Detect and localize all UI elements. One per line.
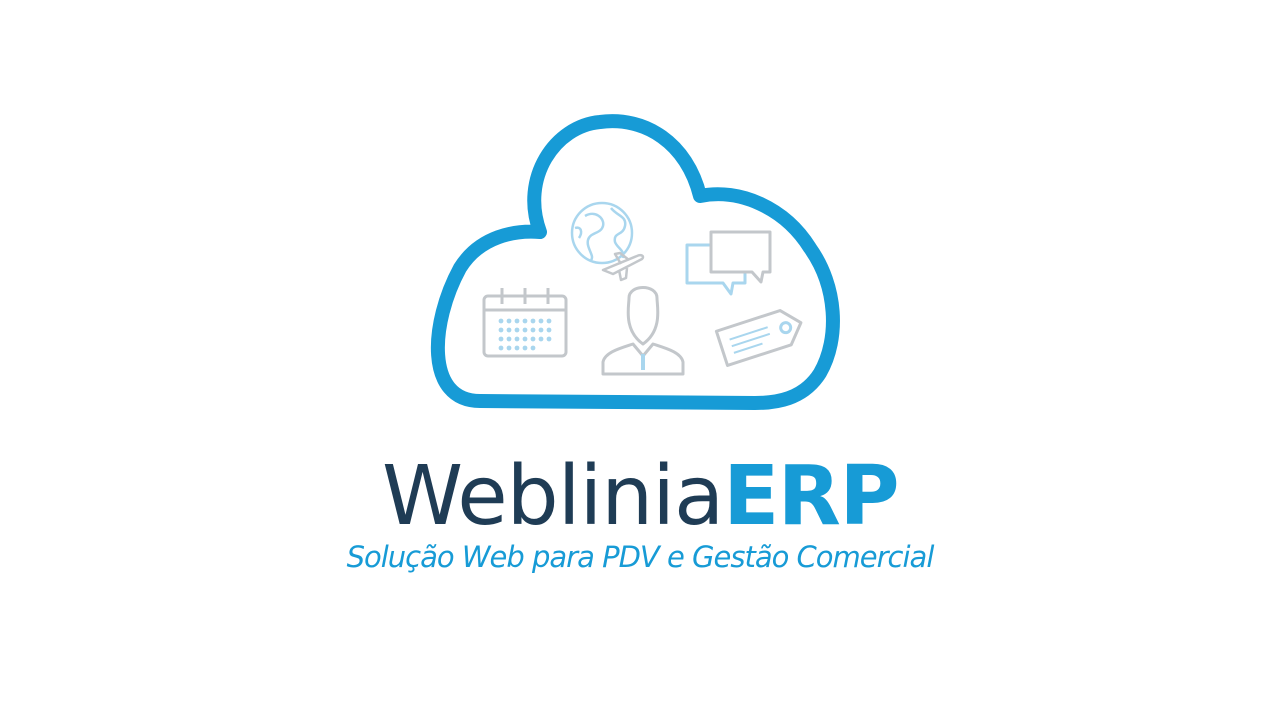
brand-tagline: Solução Web para PDV e Gestão Comercial (346, 540, 935, 574)
cloud-logo (430, 114, 840, 410)
brand-suffix: ERP (723, 449, 899, 544)
calendar-icon (482, 288, 568, 358)
airplane-icon (601, 251, 645, 282)
user-icon (601, 286, 685, 376)
brand-name: Weblinia (381, 449, 724, 544)
cloud-outline (430, 114, 840, 410)
chat-icon (685, 230, 772, 296)
globe-icon (570, 201, 634, 265)
tag-icon (714, 309, 803, 367)
brand-wordmark: WebliniaERP (0, 452, 1280, 542)
